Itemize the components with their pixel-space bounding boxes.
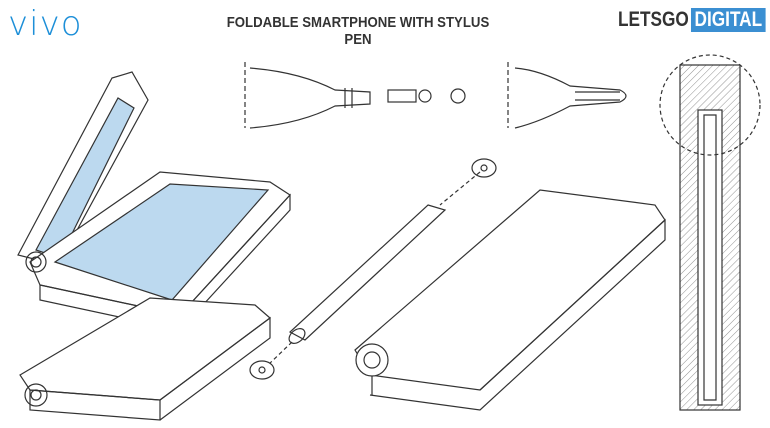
- foldable-phone-with-stylus: [354, 189, 666, 411]
- foldable-phone-open: [17, 71, 291, 331]
- foldable-phone-closed: [19, 297, 271, 421]
- vivo-logo: vivo: [8, 4, 83, 44]
- letsgodigital-logo: LETSGO DIGITAL: [618, 8, 766, 32]
- logo-part-letsgo: LETSGO: [618, 8, 689, 31]
- stylus-pen: [249, 158, 497, 380]
- stylus-cross-section: [659, 54, 761, 411]
- logo-part-digital: DIGITAL: [691, 8, 766, 32]
- stylus-tip-detail: [244, 62, 627, 129]
- page-title: FOLDABLE SMARTPHONE WITH STYLUS PEN: [226, 14, 490, 48]
